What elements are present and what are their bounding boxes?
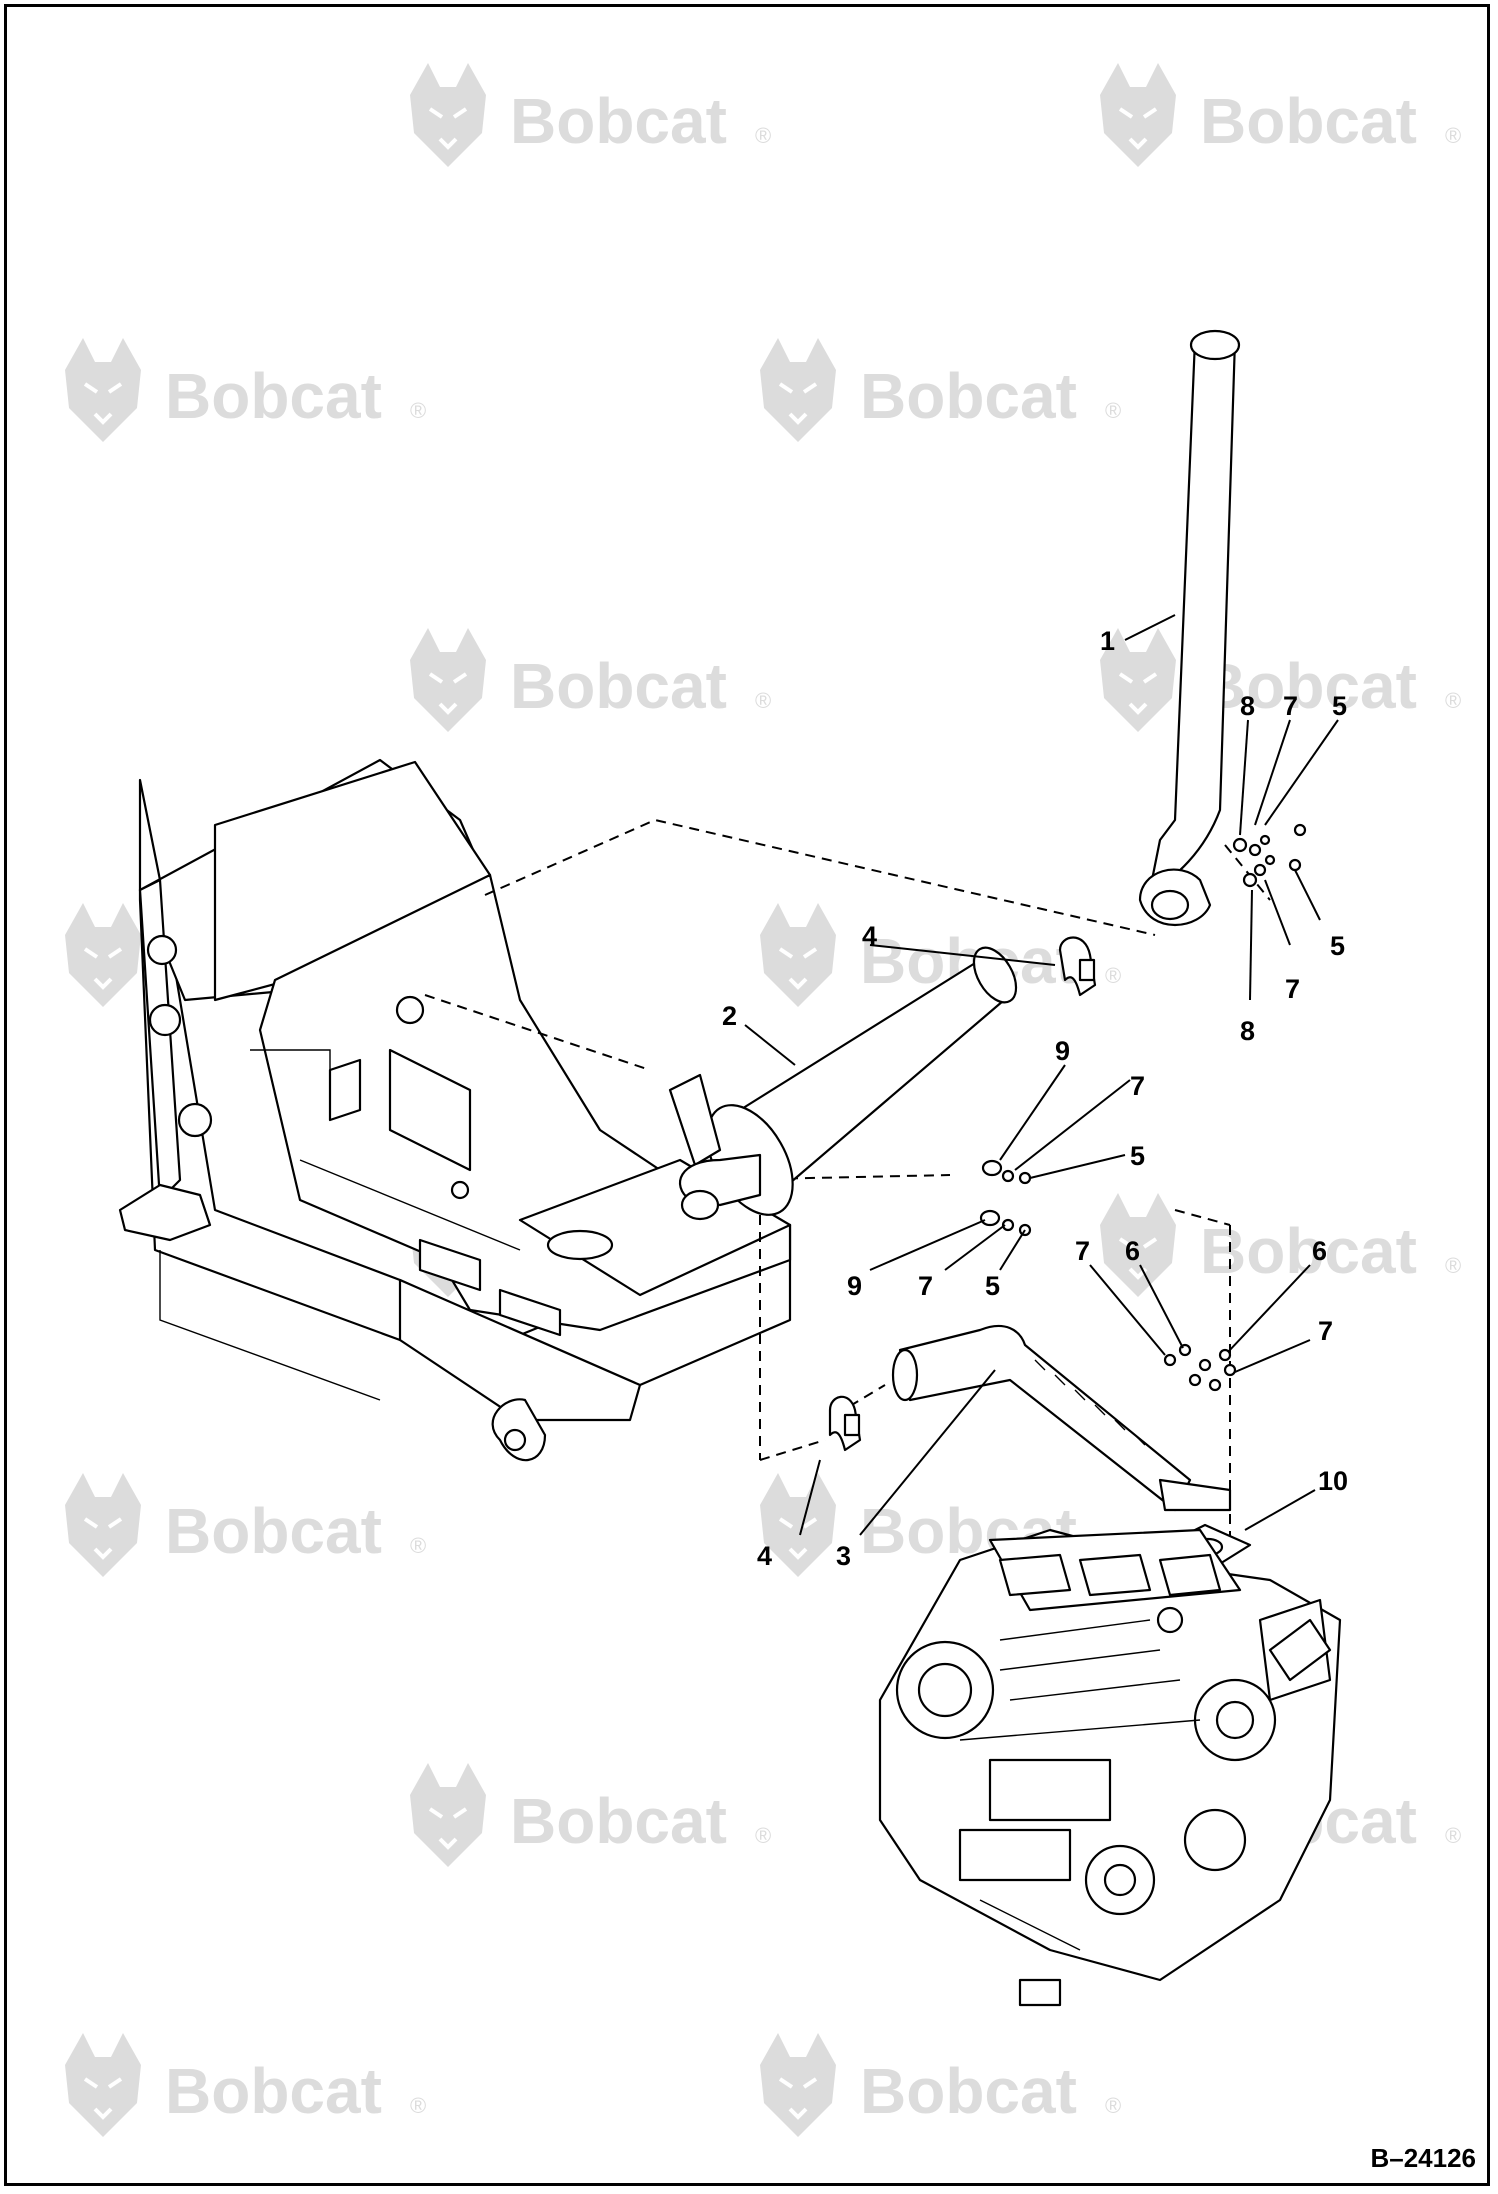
exhaust-pipe-part-3 (891, 1324, 1232, 1512)
callout-part-9-upper: 9 (1055, 1036, 1070, 1066)
hardware-fasteners (979, 823, 1307, 1392)
engine-assembly (878, 1528, 1342, 2007)
callout-part-7-mid: 7 (1285, 974, 1300, 1004)
callout-leaders (744, 614, 1339, 1536)
callout-part-9-lower: 9 (847, 1271, 862, 1301)
callout-part-7-upper: 7 (1283, 691, 1298, 721)
callout-part-3: 3 (836, 1541, 851, 1571)
callout-labels: 1 2 3 4 4 5 5 5 5 6 6 7 7 7 7 7 7 8 8 9 … (722, 626, 1348, 1571)
callout-part-5-mid: 5 (1330, 931, 1345, 961)
callout-part-10: 10 (1318, 1466, 1348, 1496)
callout-part-5-muffler: 5 (1130, 1141, 1145, 1171)
callout-part-5-lower: 5 (985, 1271, 1000, 1301)
callout-part-7-pipe-left: 7 (1075, 1236, 1090, 1266)
clamp-part-4-lower (828, 1395, 862, 1452)
callout-part-4-lower: 4 (757, 1541, 772, 1571)
callout-part-6-left: 6 (1125, 1236, 1140, 1266)
callout-part-1: 1 (1100, 626, 1115, 656)
callout-part-7-muffler: 7 (1130, 1071, 1145, 1101)
exhaust-stack-part-1 (1138, 329, 1241, 926)
drawing-number: B–24126 (1370, 2143, 1476, 2173)
callout-part-7-pipe-right: 7 (1318, 1316, 1333, 1346)
drawing-border (4, 4, 1490, 2186)
clamp-part-4-upper (1058, 936, 1097, 997)
callout-part-8-lower: 8 (1240, 1016, 1255, 1046)
callout-part-6-right: 6 (1312, 1236, 1327, 1266)
callout-part-5-upper: 5 (1332, 691, 1347, 721)
muffler-part-2 (668, 946, 1018, 1221)
callout-part-8-upper: 8 (1240, 691, 1255, 721)
callout-part-2: 2 (722, 1001, 737, 1031)
callout-part-7-lower: 7 (918, 1271, 933, 1301)
machine-frame (118, 758, 792, 1462)
callout-part-4-upper: 4 (862, 921, 877, 951)
